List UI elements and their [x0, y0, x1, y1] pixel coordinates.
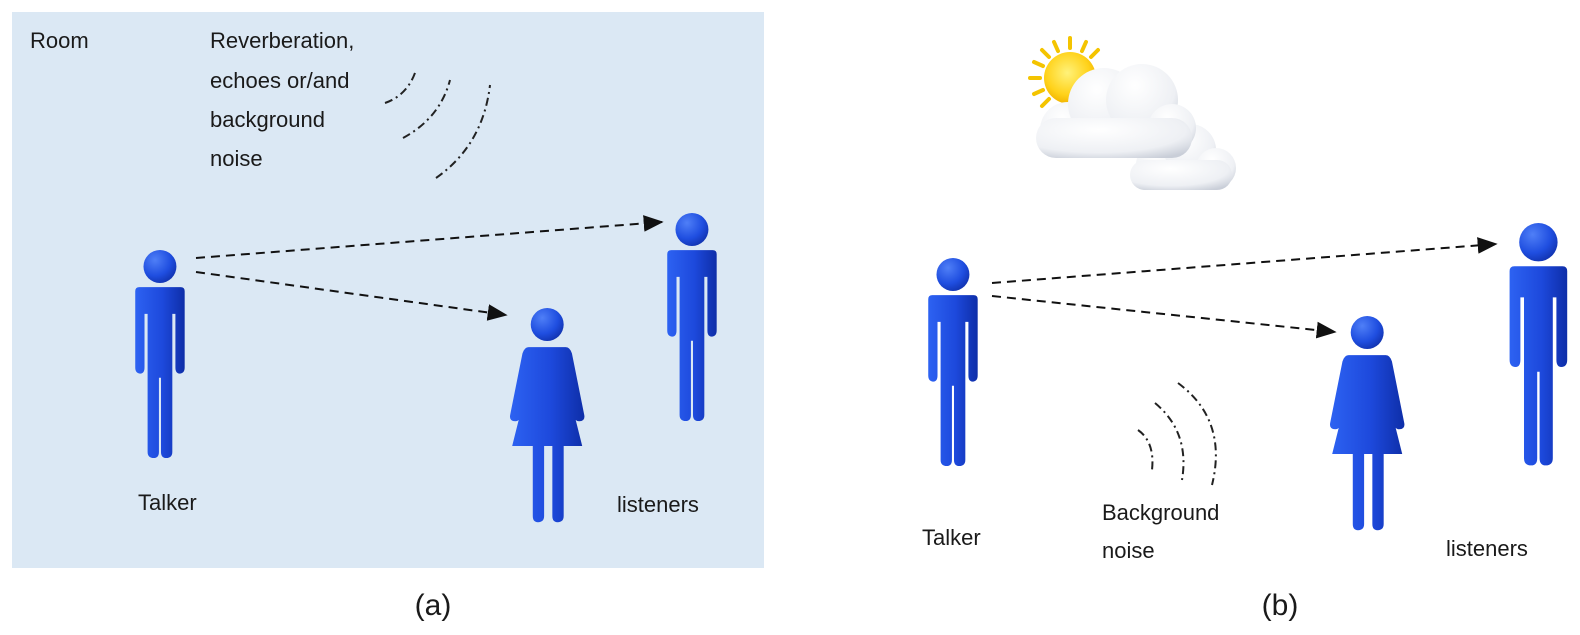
noise-line-2: echoes or/and [210, 68, 349, 93]
noise-line-3: background [210, 107, 325, 132]
arrow-to-near-listener [195, 271, 508, 321]
noise-line-2: noise [1102, 538, 1155, 563]
arrow-to-far-listener [991, 237, 1498, 284]
cloud-icon [1036, 64, 1236, 190]
listeners-label: listeners [1446, 536, 1528, 561]
noise-description: Background noise [1102, 500, 1226, 563]
noise-line-1: Reverberation, [210, 28, 354, 53]
noise-line-1: Background [1102, 500, 1219, 525]
talker-label: Talker [922, 525, 981, 550]
panel-a: Room Reverberation, echoes or/and backgr… [12, 12, 764, 568]
noise-line-4: noise [210, 146, 263, 171]
sound-wave-icon [1137, 382, 1217, 486]
listener-woman-icon [1329, 316, 1405, 531]
arrow-to-far-listener [195, 215, 664, 259]
listener-man-icon [1509, 223, 1568, 466]
arrow-to-near-listener [991, 295, 1337, 339]
caption-b: (b) [1262, 589, 1299, 622]
noise-description: Reverberation, echoes or/and background … [210, 28, 360, 171]
sound-wave-icon [384, 69, 491, 179]
talker-label: Talker [138, 490, 197, 515]
listeners-label: listeners [617, 492, 699, 517]
room-background [12, 12, 764, 568]
panel-b: Talker Background noise listeners [922, 36, 1568, 563]
caption-a: (a) [415, 589, 452, 622]
room-label: Room [30, 28, 89, 53]
talker-man-icon [928, 258, 978, 467]
